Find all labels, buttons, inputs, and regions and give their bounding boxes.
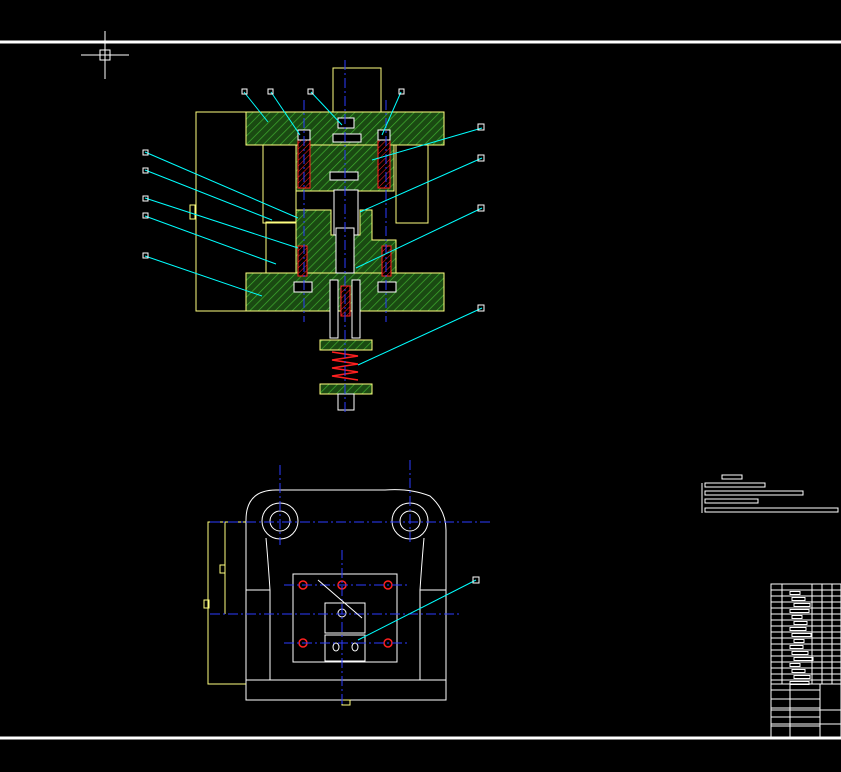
title-block-cell-entry xyxy=(791,651,809,655)
title-block-cell-entry xyxy=(793,657,814,661)
title-block-cell-entry xyxy=(789,681,810,685)
title-block-cell-entry xyxy=(791,597,806,601)
title-block-cell-entry xyxy=(793,639,805,643)
title-block-cell-entry xyxy=(789,627,807,631)
plan-dimensions xyxy=(203,521,351,706)
plan-outline xyxy=(245,489,447,701)
technical-notes-block[interactable] xyxy=(701,474,839,513)
screws xyxy=(293,117,397,293)
title-block-cell-entry xyxy=(789,609,810,613)
title-block-cell-entry xyxy=(789,645,804,649)
plan-leader xyxy=(357,576,480,641)
plan-pins xyxy=(332,608,359,652)
title-block-cell-entry xyxy=(789,663,801,667)
part-balloons[interactable] xyxy=(142,88,485,312)
drawing-frame xyxy=(0,40,841,740)
die-plan-view[interactable] xyxy=(203,460,490,706)
title-block-cell-entry xyxy=(789,591,801,595)
title-block-cell-entry xyxy=(791,669,806,673)
title-block-cell-entry xyxy=(791,633,812,637)
title-block-cell-entry xyxy=(791,615,803,619)
die-section-view[interactable] xyxy=(142,60,485,415)
title-block-cell-entry xyxy=(793,621,808,625)
plan-section-line xyxy=(317,579,363,619)
title-block-table[interactable] xyxy=(770,583,841,738)
part-leaders xyxy=(144,91,483,366)
section-centerlines xyxy=(303,60,387,415)
ejector-assembly xyxy=(319,279,373,411)
title-block-cell-entry xyxy=(793,603,811,607)
title-block-cell-entry xyxy=(793,675,811,679)
plan-centerlines xyxy=(210,460,490,705)
crosshair-cursor-icon xyxy=(81,31,129,79)
